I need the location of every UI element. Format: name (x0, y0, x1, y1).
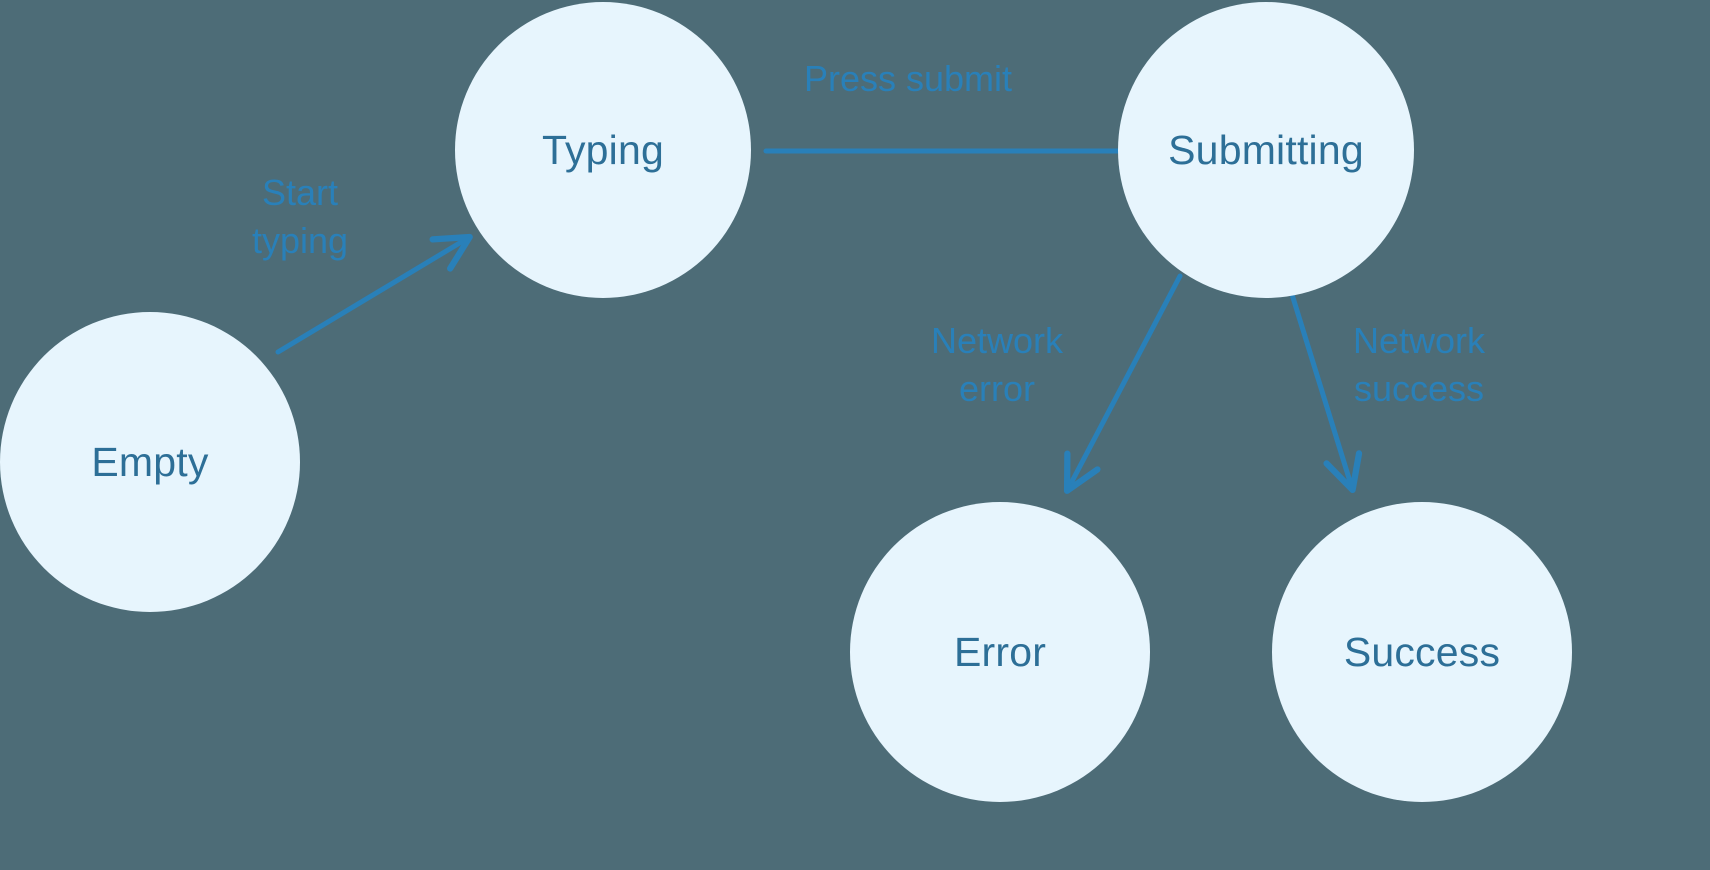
state-node-error-label: Error (953, 628, 1047, 675)
state-node-empty-label: Empty (91, 438, 209, 485)
state-node-error[interactable]: Error (850, 502, 1150, 802)
state-node-empty[interactable]: Empty (0, 312, 300, 612)
edge-empty-to-typing (275, 238, 468, 355)
edge-label-network-error: Network error (930, 320, 1064, 409)
state-node-success[interactable]: Success (1272, 502, 1572, 802)
edge-submitting-to-error (1068, 273, 1183, 489)
state-node-typing-label: Typing (542, 126, 664, 173)
edge-label-network-success: Network success (1352, 320, 1486, 409)
edge-submitting-to-success (1287, 285, 1352, 488)
state-node-submitting[interactable]: Submitting (1118, 2, 1414, 298)
edge-label-start-typing: Start typing (251, 172, 349, 261)
edge-label-press-submit: Press submit (803, 58, 1013, 100)
state-node-success-label: Success (1343, 628, 1501, 675)
state-node-submitting-label: Submitting (1168, 126, 1364, 173)
state-node-typing[interactable]: Typing (455, 2, 751, 298)
